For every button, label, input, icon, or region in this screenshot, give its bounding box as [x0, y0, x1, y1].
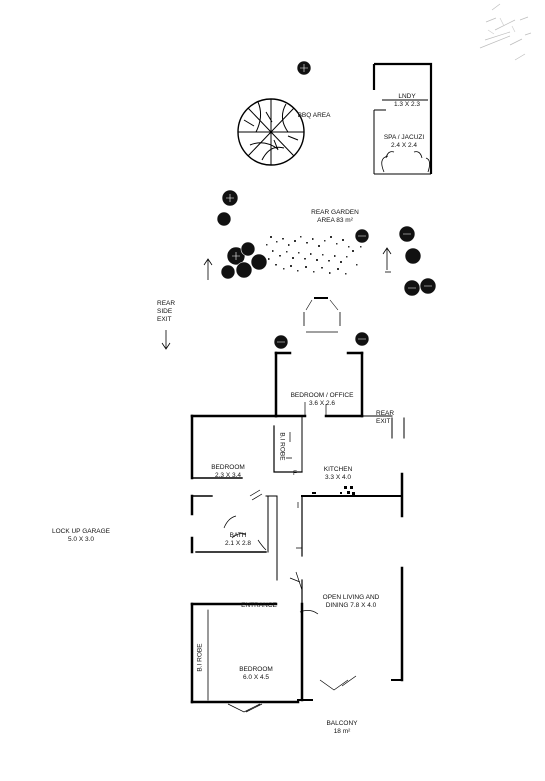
rear-exit-label: REAR EXIT: [376, 410, 395, 425]
entrance-label: ENTRANCE: [241, 602, 277, 609]
door-swings: [223, 402, 357, 713]
house-walls: [190, 351, 405, 704]
bi-robe-label-1: B.I ROBE: [278, 432, 286, 461]
garden-arrows: [161, 247, 392, 350]
fridge-label: F: [293, 470, 297, 477]
shrub-leaf-pattern: [226, 64, 432, 343]
rear-steps: [303, 297, 341, 333]
bbq-area-label: BBQ AREA: [297, 112, 331, 119]
laundry-spa-structure: [372, 62, 433, 175]
compass-sketch: [479, 3, 532, 61]
garden-planting-specks: [266, 236, 362, 275]
rear-side-exit-label: REAR SIDE EXIT: [157, 300, 176, 323]
bi-robe-label-2: B.I ROBE: [196, 643, 204, 672]
large-tree-icon: [237, 98, 305, 166]
kitchen-sink-icon: [312, 486, 355, 495]
